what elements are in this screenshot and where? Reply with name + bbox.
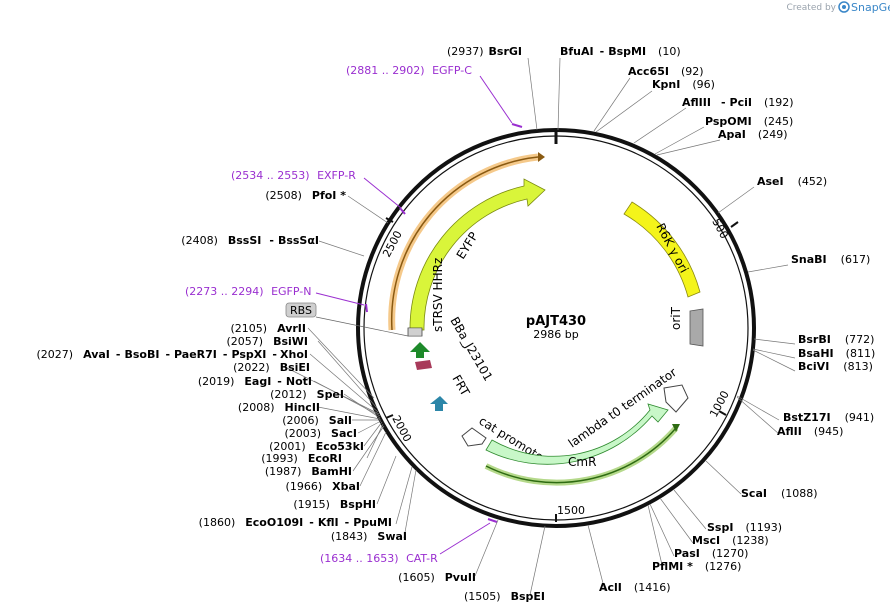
site-avai-group[interactable]: (2027)AvaI-BsoBI-PaeR7I-PspXI-XhoI bbox=[37, 348, 308, 361]
cmr-feature[interactable] bbox=[485, 403, 669, 465]
site-pspomi[interactable]: PspOMI(245) bbox=[705, 115, 793, 128]
plasmid-name: pAJT430 bbox=[526, 314, 586, 329]
orit-label: oriT bbox=[669, 306, 683, 330]
primer-exfp-r-pos: (2534 .. 2553) bbox=[231, 169, 310, 182]
primer-egfp-n-mark[interactable] bbox=[365, 303, 368, 313]
site-scai[interactable]: ScaI(1088) bbox=[741, 487, 818, 500]
site-snabi[interactable]: SnaBI(617) bbox=[791, 253, 870, 266]
primer-egfp-c: (2881 .. 2902) EGFP-C bbox=[346, 64, 472, 77]
primer-cat-r-mark[interactable] bbox=[487, 518, 498, 523]
site-bstz17i[interactable]: BstZ17I(941) bbox=[783, 411, 874, 424]
rbs-box[interactable] bbox=[285, 302, 317, 318]
site-leaders bbox=[284, 57, 796, 596]
site-saci[interactable]: (2003)SacI bbox=[284, 427, 357, 440]
site-kpni[interactable]: KpnI(96) bbox=[652, 78, 715, 91]
primer-egfp-n-name: EGFP-N bbox=[271, 285, 311, 298]
tick-mark-500 bbox=[730, 221, 739, 228]
eyfp-feature[interactable] bbox=[409, 178, 546, 331]
primer-egfp-n: (2273 .. 2294) EGFP-N bbox=[185, 285, 311, 298]
site-bsssi-bsssai[interactable]: (2408)BssSI-BssSαI bbox=[181, 234, 319, 247]
cmr-orf-line bbox=[485, 427, 677, 484]
tick-mark-2500 bbox=[385, 217, 394, 223]
primer-egfp-c-name: EGFP-C bbox=[432, 64, 472, 77]
site-bcivi[interactable]: BciVI(813) bbox=[798, 360, 873, 373]
bba-j23101-feature[interactable] bbox=[410, 342, 430, 358]
primer-cat-r-pos: (1634 .. 1653) bbox=[320, 552, 399, 565]
site-pasi[interactable]: PasI(1270) bbox=[674, 547, 748, 560]
primer-cat-r-leader bbox=[439, 522, 491, 555]
site-bfuai-bspmi[interactable]: BfuAI-BspMI(10) bbox=[560, 45, 681, 58]
site-ecori[interactable]: (1993)EcoRI bbox=[261, 452, 342, 465]
primer-exfp-r-name: EXFP-R bbox=[317, 169, 356, 182]
frt-feature[interactable] bbox=[430, 396, 448, 411]
site-swai[interactable]: (1843)SwaI bbox=[331, 530, 407, 543]
site-acli[interactable]: AclI(1416) bbox=[599, 581, 670, 594]
site-bsiei[interactable]: (2022)BsiEI bbox=[233, 361, 310, 374]
site-pfoi[interactable]: (2508)PfoI * bbox=[265, 189, 346, 202]
site-pflmi[interactable]: PflMI *(1276) bbox=[652, 560, 741, 573]
site-afliii-pcii[interactable]: AflIII-PciI(192) bbox=[682, 96, 794, 109]
site-bspei[interactable]: (1505)BspEI bbox=[464, 590, 545, 603]
strsv-marker[interactable] bbox=[415, 360, 432, 370]
site-apai[interactable]: ApaI(249) bbox=[718, 128, 788, 141]
snapgene-logo-icon bbox=[838, 1, 850, 13]
plasmid-length: 2986 bp bbox=[533, 328, 578, 341]
frt-label: FRT bbox=[449, 373, 472, 399]
tick-label-500: 500 bbox=[709, 216, 730, 241]
site-bamhi[interactable]: (1987)BamHI bbox=[265, 465, 352, 478]
site-xbai[interactable]: (1966)XbaI bbox=[286, 480, 360, 493]
site-bsrgi[interactable]: (2937)BsrGI bbox=[447, 45, 522, 58]
site-eco53ki[interactable]: (2001)Eco53kI bbox=[269, 440, 364, 453]
site-hincii[interactable]: (2008)HincII bbox=[238, 401, 320, 414]
site-spei[interactable]: (2012)SpeI bbox=[270, 388, 344, 401]
site-bsiwi[interactable]: (2057)BsiWI bbox=[226, 335, 308, 348]
site-sali[interactable]: (2006)SalI bbox=[282, 414, 352, 427]
cat-promoter-feature[interactable] bbox=[461, 427, 487, 447]
lambda-t0-terminator[interactable] bbox=[663, 384, 689, 413]
rbs-leader bbox=[315, 316, 409, 337]
strsv-label: sTRSV HHRz bbox=[431, 258, 445, 332]
rbs-label: RBS bbox=[290, 304, 312, 317]
primer-egfp-n-pos: (2273 .. 2294) bbox=[185, 285, 264, 298]
eyfp-orf-line bbox=[390, 156, 539, 331]
site-eagi-noti[interactable]: (2019)EagI-NotI bbox=[198, 375, 312, 388]
primer-egfp-c-mark[interactable] bbox=[511, 123, 523, 128]
tick-mark-2000 bbox=[385, 414, 394, 419]
primer-exfp-r-mark[interactable] bbox=[399, 207, 406, 215]
primer-exfp-r-leader bbox=[363, 177, 402, 209]
cmr-label: CmR bbox=[568, 455, 596, 469]
primer-cat-r-name: CAT-R bbox=[406, 552, 438, 565]
site-sspi[interactable]: SspI(1193) bbox=[707, 521, 782, 534]
primer-egfp-n-leader bbox=[315, 292, 365, 306]
primer-exfp-r: (2534 .. 2553) EXFP-R bbox=[231, 169, 356, 182]
tick-label-1000: 1000 bbox=[707, 389, 732, 420]
r6k-label: R6K γ ori bbox=[653, 221, 691, 275]
site-avrii[interactable]: (2105)AvrII bbox=[231, 322, 306, 335]
tick-mark-1000 bbox=[718, 410, 727, 416]
r6k-ori-feature[interactable] bbox=[623, 201, 701, 298]
credit-brand: SnapGene bbox=[851, 1, 890, 14]
orit-feature[interactable] bbox=[689, 308, 704, 347]
site-pvuii[interactable]: (1605)PvuII bbox=[398, 571, 476, 584]
site-aflii[interactable]: AflII(945) bbox=[777, 425, 843, 438]
site-bsphi[interactable]: (1915)BspHI bbox=[293, 498, 376, 511]
site-bsahi[interactable]: BsaHI(811) bbox=[798, 347, 875, 360]
primer-cat-r: (1634 .. 1653) CAT-R bbox=[320, 552, 438, 565]
primer-egfp-c-leader bbox=[479, 75, 513, 124]
primer-egfp-c-pos: (2881 .. 2902) bbox=[346, 64, 425, 77]
site-bsrbi[interactable]: BsrBI(772) bbox=[798, 333, 874, 346]
site-acc65i[interactable]: Acc65I(92) bbox=[628, 65, 704, 78]
site-eco0109i-group[interactable]: (1860)EcoO109I-KflI-PpuMI bbox=[199, 516, 392, 529]
site-msci[interactable]: MscI(1238) bbox=[692, 534, 769, 547]
bba-label: BBa_J23101 bbox=[447, 315, 495, 384]
tick-label-1500: 1500 bbox=[557, 504, 585, 517]
eyfp-orf-arrowhead bbox=[538, 152, 545, 162]
credit-prefix: Created by bbox=[786, 3, 836, 13]
site-asei[interactable]: AseI(452) bbox=[757, 175, 827, 188]
cmr-orf-arrowhead bbox=[672, 424, 680, 432]
